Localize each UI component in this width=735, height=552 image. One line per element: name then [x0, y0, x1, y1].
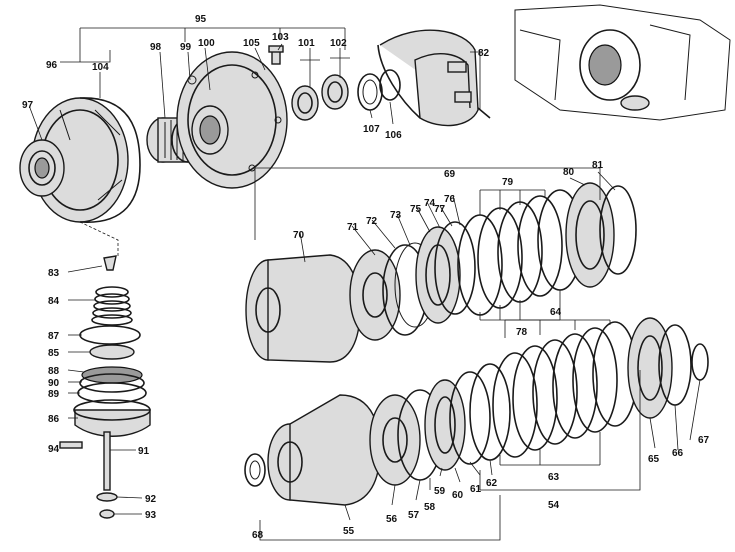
callout-83: 83: [48, 268, 60, 279]
ring-107: [357, 73, 383, 111]
snap-ring-81: [599, 185, 637, 275]
callout-67: 67: [698, 435, 710, 446]
seal-ring-101: [291, 85, 319, 121]
callout-75: 75: [410, 204, 422, 215]
callout-99: 99: [180, 42, 192, 53]
clutch-drum-55: [267, 394, 381, 506]
callout-82: 82: [478, 48, 490, 59]
callout-60: 60: [452, 490, 464, 501]
pressure-plate-65-66: [627, 317, 692, 419]
callout-62: 62: [486, 478, 498, 489]
spring-retainer-75-77: [415, 221, 476, 324]
callout-92: 92: [145, 494, 157, 505]
callout-101: 101: [298, 38, 315, 49]
clutch-drum-70: [245, 254, 361, 363]
seal-ring-102: [321, 74, 349, 110]
callout-61: 61: [470, 484, 482, 495]
leader-lines: [29, 27, 701, 541]
callout-73: 73: [390, 210, 402, 221]
callout-100: 100: [198, 38, 215, 49]
callout-54: 54: [548, 500, 560, 511]
ring-106: [379, 69, 401, 101]
pump-front-hub-97: [19, 139, 65, 197]
bolt-103: [268, 45, 284, 65]
snap-ring-67: [691, 343, 709, 381]
callout-107: 107: [363, 124, 380, 135]
callout-79: 79: [502, 177, 514, 188]
callout-70: 70: [293, 230, 305, 241]
callout-95: 95: [195, 14, 207, 25]
callout-104: 104: [92, 62, 109, 73]
thrust-washer-68: [244, 453, 266, 487]
callout-59: 59: [434, 486, 446, 497]
callout-84: 84: [48, 296, 60, 307]
callout-93: 93: [145, 510, 157, 521]
callout-76: 76: [444, 194, 456, 205]
spring-84: [91, 286, 133, 326]
callout-81: 81: [592, 160, 604, 171]
callout-80: 80: [563, 167, 575, 178]
callout-66: 66: [672, 448, 684, 459]
callout-78: 78: [516, 327, 528, 338]
servo-parts-83-93: [59, 255, 151, 519]
callout-102: 102: [330, 38, 347, 49]
callout-88: 88: [48, 366, 60, 377]
callout-69: 69: [444, 169, 456, 180]
callout-105: 105: [243, 38, 260, 49]
callout-94: 94: [48, 444, 60, 455]
callout-103: 103: [272, 32, 289, 43]
pump-cover-100: [176, 51, 288, 189]
callout-87: 87: [48, 331, 60, 342]
callout-86: 86: [48, 414, 60, 425]
clutch-plates-64: [492, 321, 638, 458]
callout-90: 90: [48, 378, 60, 389]
brake-band-82: [377, 29, 491, 127]
transmission-case-inset: [514, 4, 731, 121]
callout-65: 65: [648, 454, 660, 465]
callout-56: 56: [386, 514, 398, 525]
callout-106: 106: [385, 130, 402, 141]
callout-96: 96: [46, 60, 58, 71]
callout-74: 74: [424, 198, 436, 209]
callout-labels: 95 96 104 97 98 99 100 105 103 101 102 8…: [22, 14, 710, 541]
callout-77: 77: [434, 204, 446, 215]
piston-56-57: [369, 389, 443, 486]
clutch-plates-79: [457, 189, 583, 316]
callout-57: 57: [408, 510, 420, 521]
callout-85: 85: [48, 348, 60, 359]
callout-89: 89: [48, 389, 60, 400]
callout-91: 91: [138, 446, 150, 457]
callout-98: 98: [150, 42, 162, 53]
callout-63: 63: [548, 472, 560, 483]
callout-55: 55: [343, 526, 355, 537]
callout-97: 97: [22, 100, 34, 111]
callout-71: 71: [347, 222, 359, 233]
spring-retainer-58-62: [424, 363, 511, 471]
callout-64: 64: [550, 307, 562, 318]
callout-72: 72: [366, 216, 378, 227]
callout-68: 68: [252, 530, 264, 541]
pressure-plate-80: [565, 182, 615, 288]
callout-58: 58: [424, 502, 436, 513]
